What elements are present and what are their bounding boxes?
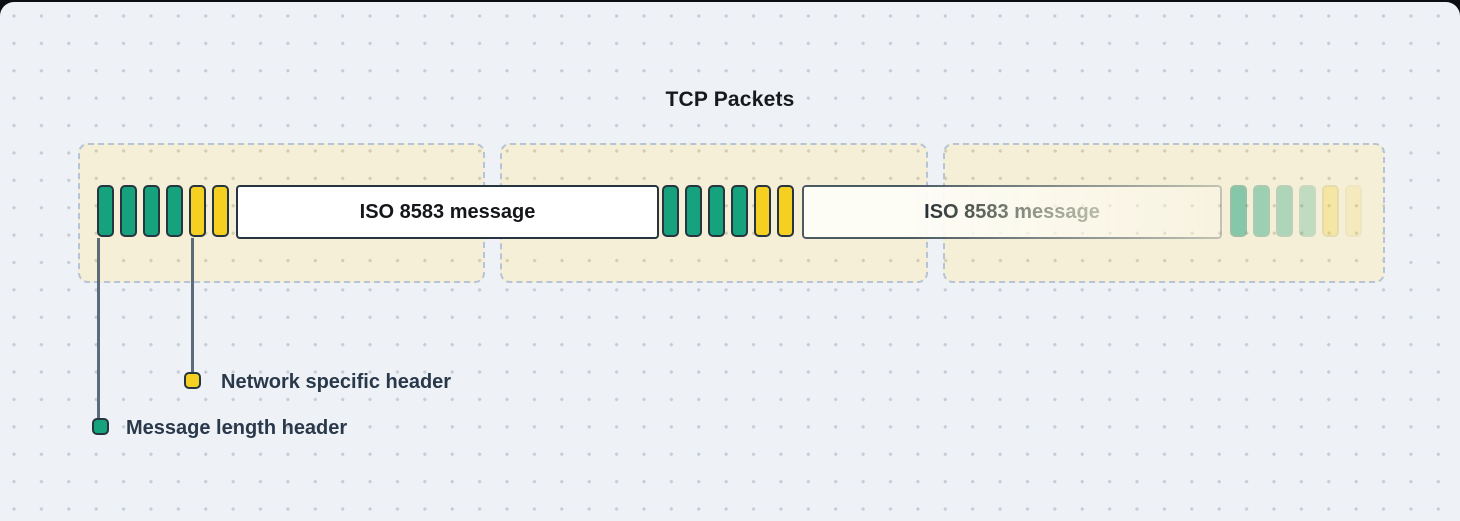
header-bar-group-2 bbox=[662, 185, 794, 237]
message-length-header-bar bbox=[143, 185, 160, 237]
diagram-title: TCP Packets bbox=[665, 88, 795, 111]
header-bar-group-3-faded bbox=[1230, 185, 1362, 237]
message-length-header-bar-faded bbox=[1299, 185, 1316, 237]
legend-label-message-length-header: Message length header bbox=[126, 417, 348, 439]
message-length-header-bar-faded bbox=[1253, 185, 1270, 237]
message-length-header-bar bbox=[731, 185, 748, 237]
network-specific-header-bar-faded bbox=[1322, 185, 1339, 237]
message-length-header-bar bbox=[166, 185, 183, 237]
iso-8583-message-label-2: ISO 8583 message bbox=[924, 200, 1100, 223]
network-specific-header-bar bbox=[212, 185, 229, 237]
message-length-header-bar-faded bbox=[1276, 185, 1293, 237]
legend-label-network-specific-header: Network specific header bbox=[221, 371, 452, 393]
connector-line-message-length bbox=[97, 238, 100, 420]
message-length-header-bar bbox=[662, 185, 679, 237]
iso-8583-message-label-1: ISO 8583 message bbox=[359, 200, 536, 223]
message-length-header-bar bbox=[120, 185, 137, 237]
message-length-header-bar-faded bbox=[1230, 185, 1247, 237]
message-length-header-bar bbox=[97, 185, 114, 237]
network-specific-header-bar bbox=[189, 185, 206, 237]
network-specific-header-bar-faded bbox=[1345, 185, 1362, 237]
header-bar-group-1 bbox=[97, 185, 229, 237]
message-length-header-bar bbox=[708, 185, 725, 237]
iso-8583-message-box-1: ISO 8583 message bbox=[236, 185, 659, 239]
legend-chip-network-specific-header bbox=[184, 372, 201, 389]
message-length-header-bar bbox=[685, 185, 702, 237]
network-specific-header-bar bbox=[754, 185, 771, 237]
legend-chip-message-length-header bbox=[92, 418, 109, 435]
network-specific-header-bar bbox=[777, 185, 794, 237]
iso-8583-message-box-2-faded: ISO 8583 message bbox=[802, 185, 1222, 239]
connector-line-network-specific bbox=[191, 238, 194, 374]
